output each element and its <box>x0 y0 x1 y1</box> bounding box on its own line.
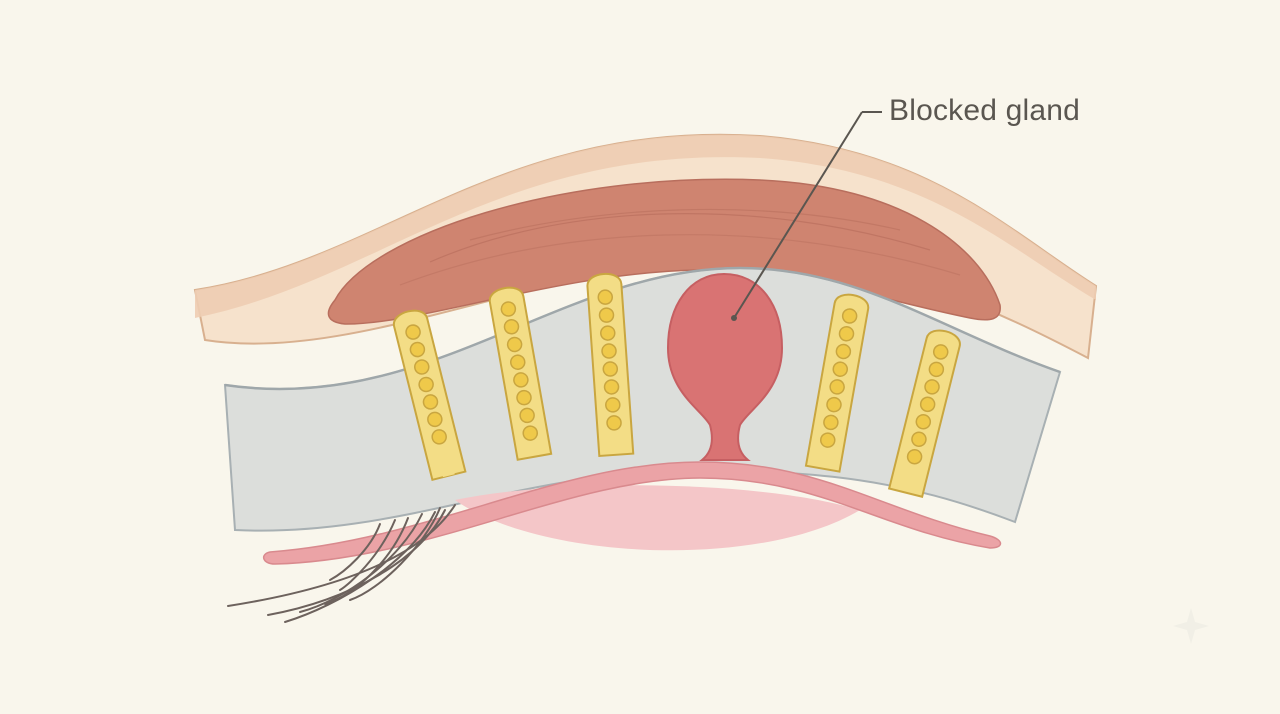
leader-line <box>733 111 863 319</box>
muscle-fiber <box>429 213 931 263</box>
muscle-fiber <box>469 208 901 241</box>
meibomian-gland-5 <box>804 293 870 473</box>
orbicularis-muscle <box>327 178 1001 325</box>
eyelashes <box>227 504 456 623</box>
blocked-gland <box>666 272 784 461</box>
leader-pointer-dot <box>731 315 737 321</box>
sparkle-icon <box>1173 608 1209 644</box>
muscle-fiber <box>399 234 961 286</box>
meibomian-gland-6 <box>887 329 961 498</box>
meibomian-gland-2 <box>488 286 553 461</box>
blocked-gland-label: Blocked gland <box>889 94 1081 127</box>
meibomian-gland-3 <box>586 272 635 458</box>
meibomian-gland-1 <box>393 309 467 482</box>
tarsal-upper-edge <box>224 266 1061 391</box>
